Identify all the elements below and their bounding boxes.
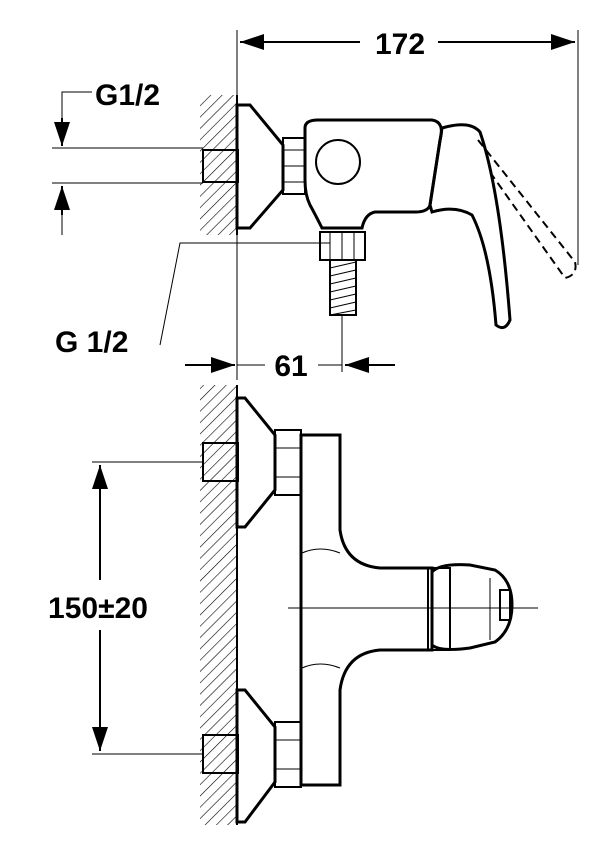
dim-total-depth: 172 — [375, 28, 425, 61]
lever-handle-top — [430, 563, 514, 651]
dim-inlet-thread: G1/2 — [95, 79, 160, 112]
mixer-body-side — [303, 118, 443, 230]
nut-upper — [274, 429, 302, 496]
escutcheon-lower — [235, 688, 277, 824]
cartridge-circle — [315, 139, 361, 185]
mixer-body-top — [299, 433, 434, 787]
top-view: 150±20 — [48, 385, 538, 825]
wall-hatch-top — [200, 95, 237, 235]
escutcheon-side — [235, 103, 285, 230]
dim-outlet-thread: G 1/2 — [55, 326, 128, 359]
dim-inlet-spacing: 150±20 — [48, 592, 148, 625]
wall-hatch-bottom — [200, 385, 237, 825]
lever-handle-side — [428, 123, 512, 330]
side-view: 172 G1/2 G 1/2 61 — [52, 28, 579, 383]
dim-outlet-offset: 61 — [274, 350, 307, 383]
nut-lower — [274, 721, 302, 788]
outlet-thread-side — [329, 259, 357, 316]
lever-handle-raised — [477, 139, 577, 280]
escutcheon-upper — [235, 396, 277, 529]
